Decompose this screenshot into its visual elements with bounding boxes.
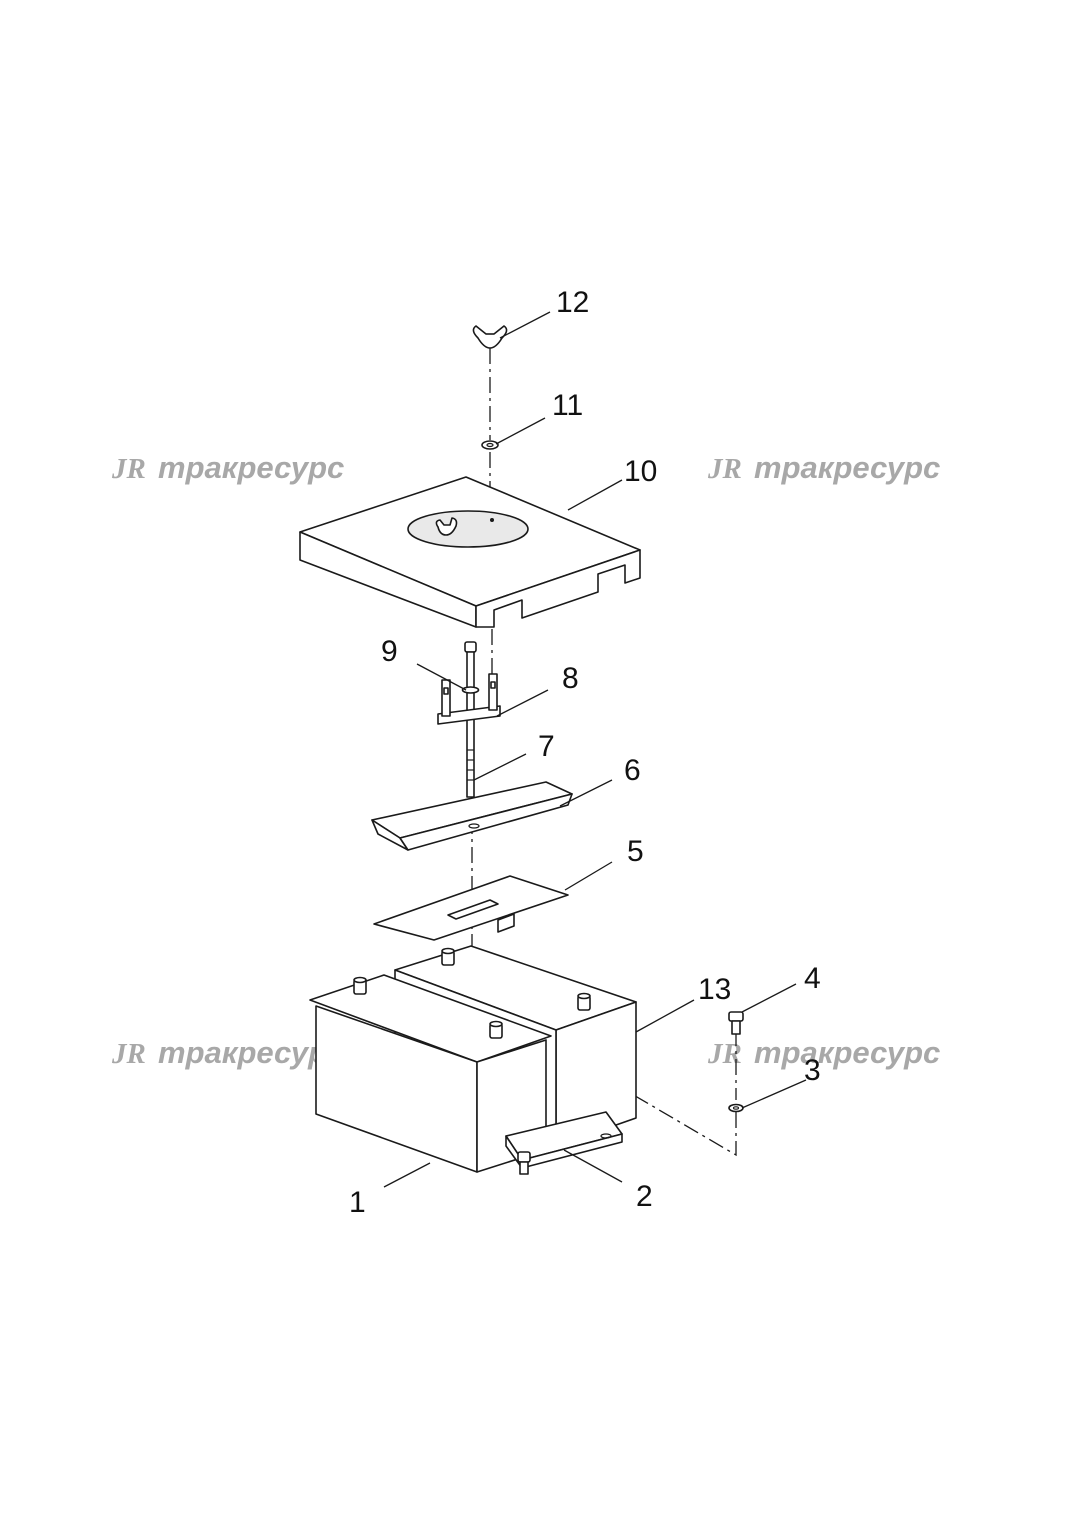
- callout-13: 13: [698, 973, 731, 1006]
- clamp-bracket: [437, 673, 501, 725]
- insulating-pad: [373, 875, 569, 941]
- washer-bottom: [728, 1103, 744, 1113]
- hold-down-plate: [371, 781, 573, 851]
- watermark-text: тракресурс: [754, 450, 940, 485]
- leader-5: [564, 861, 613, 891]
- callout-11: 11: [552, 389, 583, 422]
- watermark-logo: JR: [111, 1038, 146, 1070]
- callout-4: 4: [804, 962, 821, 995]
- watermark-text: тракресурс: [158, 450, 344, 485]
- washer-top: [481, 440, 499, 450]
- hold-down-rod: [461, 641, 480, 798]
- callout-5: 5: [627, 835, 644, 868]
- battery-cover: [299, 476, 641, 628]
- leader-2: [563, 1149, 623, 1183]
- callout-7: 7: [538, 730, 555, 763]
- callout-2: 2: [636, 1180, 653, 1213]
- mounting-bracket: [505, 1111, 623, 1175]
- leader-12: [499, 311, 551, 339]
- leader-4: [741, 983, 797, 1013]
- leader-3: [741, 1079, 807, 1109]
- leader-8: [496, 689, 549, 717]
- leader-11: [495, 417, 546, 445]
- leader-9: [416, 663, 467, 691]
- watermark-top-right: JR тракресурс: [707, 450, 940, 485]
- watermark-top-left: JR тракресурс: [111, 450, 344, 485]
- callout-8: 8: [562, 662, 579, 695]
- callout-12: 12: [556, 286, 589, 319]
- watermark-text: тракресурс: [754, 1035, 940, 1070]
- bolt: [728, 1011, 744, 1035]
- watermark-logo: JR: [707, 453, 742, 485]
- assembly-axis-center: [471, 348, 493, 1010]
- watermark-bottom-right: JR тракресурс: [707, 1035, 940, 1070]
- callout-10: 10: [624, 455, 657, 488]
- leader-7: [473, 753, 527, 781]
- battery-front: [309, 974, 552, 1173]
- callout-9: 9: [381, 635, 398, 668]
- callout-1: 1: [349, 1186, 366, 1219]
- callout-6: 6: [624, 754, 641, 787]
- leader-13: [635, 999, 695, 1033]
- callout-3: 3: [804, 1054, 821, 1087]
- leader-1: [383, 1162, 431, 1188]
- watermark-text: тракресурс: [158, 1035, 344, 1070]
- leader-10: [567, 479, 623, 511]
- leader-6: [559, 779, 613, 807]
- watermark-bottom-left: JR тракресурс: [111, 1035, 344, 1070]
- watermark-logo: JR: [111, 453, 146, 485]
